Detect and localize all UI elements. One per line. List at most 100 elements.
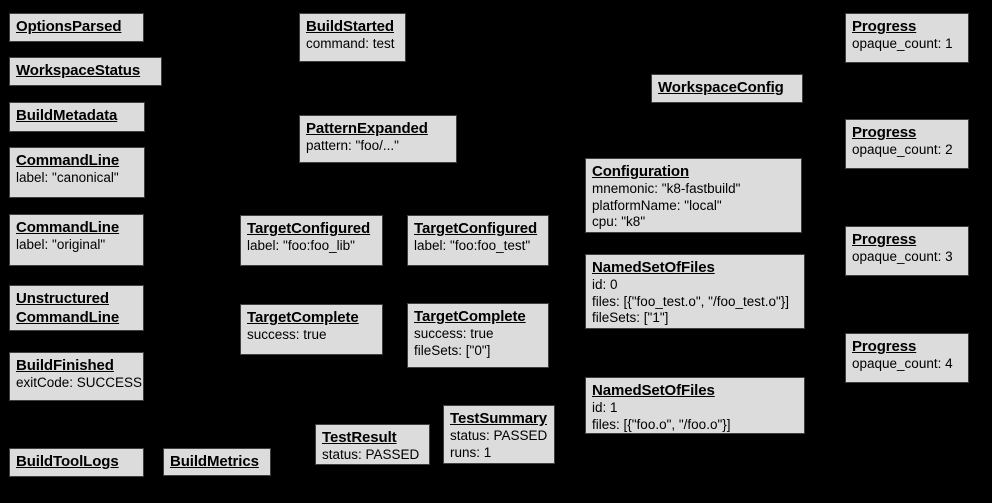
- event-options-parsed-title-line: OptionsParsed: [16, 18, 122, 35]
- event-command-line-canonical-title-line: CommandLine: [16, 152, 120, 169]
- event-target-complete-foo-test-title: TargetComplete: [414, 307, 542, 326]
- event-command-line-canonical-field: label: "canonical": [16, 170, 119, 185]
- event-target-configured-foo-test-title-line: TargetConfigured: [414, 220, 538, 237]
- event-progress-4-title-line: Progress: [852, 338, 917, 355]
- event-pattern-expanded-field: pattern: "foo/...": [306, 138, 399, 153]
- event-named-set-of-files-0-field: id: 0: [592, 277, 618, 292]
- event-build-metrics: BuildMetrics: [163, 448, 271, 476]
- event-target-complete-foo-test-field: fileSets: ["0"]: [414, 342, 491, 358]
- event-build-metadata-title-line: BuildMetadata: [16, 107, 118, 124]
- event-target-configured-foo-lib-field: label: "foo:foo_lib": [247, 238, 355, 253]
- event-target-complete-foo-test-field: success: true: [414, 326, 494, 341]
- event-build-metadata-title: BuildMetadata: [16, 106, 138, 125]
- event-named-set-of-files-0-title: NamedSetOfFiles: [592, 258, 798, 277]
- event-target-configured-foo-test-title: TargetConfigured: [414, 219, 542, 238]
- event-test-result-title: TestResult: [322, 428, 423, 447]
- event-target-complete-foo-lib-title-line: TargetComplete: [247, 309, 359, 326]
- event-options-parsed-title: OptionsParsed: [16, 17, 137, 36]
- event-test-result-field: status: PASSED: [322, 447, 420, 462]
- event-build-started-title: BuildStarted: [306, 17, 399, 36]
- event-workspace-config-title: WorkspaceConfig: [658, 78, 796, 97]
- event-target-complete-foo-test-title-line: TargetComplete: [414, 308, 526, 325]
- event-command-line-original-title-line: CommandLine: [16, 219, 120, 236]
- event-build-finished-title-line: BuildFinished: [16, 357, 114, 374]
- event-configuration-field: platformName: "local": [592, 197, 722, 213]
- event-named-set-of-files-0-field: fileSets: ["1"]: [592, 310, 669, 325]
- event-workspace-status: WorkspaceStatus: [9, 57, 162, 86]
- event-unstructured-command-line-title-line: Unstructured: [16, 290, 109, 307]
- event-progress-3-title: Progress: [852, 230, 962, 249]
- event-pattern-expanded-title: PatternExpanded: [306, 119, 450, 138]
- event-test-summary-field: runs: 1: [450, 444, 492, 460]
- event-named-set-of-files-1-title: NamedSetOfFiles: [592, 381, 798, 400]
- event-build-started-title-line: BuildStarted: [306, 18, 394, 35]
- event-target-complete-foo-lib-title: TargetComplete: [247, 308, 376, 327]
- event-build-tool-logs-title: BuildToolLogs: [16, 452, 137, 471]
- event-target-configured-foo-lib-title: TargetConfigured: [247, 219, 376, 238]
- event-command-line-original-title: CommandLine: [16, 218, 137, 237]
- event-progress-2-title-line: Progress: [852, 124, 917, 141]
- event-named-set-of-files-0-field: files: [{"foo_test.o", "/foo_test.o"}]: [592, 293, 790, 309]
- event-progress-2-title: Progress: [852, 123, 962, 142]
- event-progress-4-title: Progress: [852, 337, 962, 356]
- event-progress-1-title-line: Progress: [852, 18, 917, 35]
- event-named-set-of-files-1-field: files: [{"foo.o", "/foo.o"}]: [592, 416, 731, 432]
- event-configuration-field: cpu: "k8": [592, 214, 646, 229]
- event-command-line-canonical-title: CommandLine: [16, 151, 138, 170]
- event-options-parsed: OptionsParsed: [9, 13, 144, 42]
- event-progress-2-field: opaque_count: 2: [852, 142, 953, 157]
- event-build-finished-title: BuildFinished: [16, 356, 137, 375]
- event-target-complete-foo-lib-field: success: true: [247, 327, 327, 342]
- event-test-summary-title: TestSummary: [450, 409, 548, 428]
- event-build-finished-field: exitCode: SUCCESS: [16, 375, 143, 390]
- event-build-metrics-title-line: BuildMetrics: [170, 453, 259, 470]
- event-test-summary-title-line: TestSummary: [450, 410, 547, 427]
- event-configuration-field: mnemonic: "k8-fastbuild": [592, 181, 741, 196]
- event-progress-1-title: Progress: [852, 17, 962, 36]
- event-command-line-original-field: label: "original": [16, 237, 106, 252]
- event-build-metrics-title: BuildMetrics: [170, 452, 264, 471]
- event-unstructured-command-line-title-line: CommandLine: [16, 309, 120, 326]
- event-target-configured-foo-test-field: label: "foo:foo_test": [414, 238, 531, 253]
- event-named-set-of-files-1-field: id: 1: [592, 400, 618, 415]
- event-progress-3-title-line: Progress: [852, 231, 917, 248]
- event-build-tool-logs: BuildToolLogs: [9, 448, 144, 477]
- event-progress-3-field: opaque_count: 3: [852, 249, 953, 264]
- event-workspace-status-title-line: WorkspaceStatus: [16, 62, 141, 79]
- event-target-configured-foo-lib-title-line: TargetConfigured: [247, 220, 371, 237]
- event-configuration-title: Configuration: [592, 162, 795, 181]
- event-workspace-config: WorkspaceConfig: [651, 74, 803, 103]
- event-progress-4-field: opaque_count: 4: [852, 356, 953, 371]
- event-build-started-field: command: test: [306, 36, 395, 51]
- event-build-tool-logs-title-line: BuildToolLogs: [16, 453, 119, 470]
- event-named-set-of-files-1-title-line: NamedSetOfFiles: [592, 382, 715, 399]
- event-test-summary-field: status: PASSED: [450, 428, 548, 443]
- event-progress-1-field: opaque_count: 1: [852, 36, 953, 51]
- event-workspace-status-title: WorkspaceStatus: [16, 61, 155, 80]
- event-test-result-title-line: TestResult: [322, 429, 397, 446]
- event-pattern-expanded-title-line: PatternExpanded: [306, 120, 428, 137]
- event-build-metadata: BuildMetadata: [9, 102, 145, 132]
- event-workspace-config-title-line: WorkspaceConfig: [658, 79, 784, 96]
